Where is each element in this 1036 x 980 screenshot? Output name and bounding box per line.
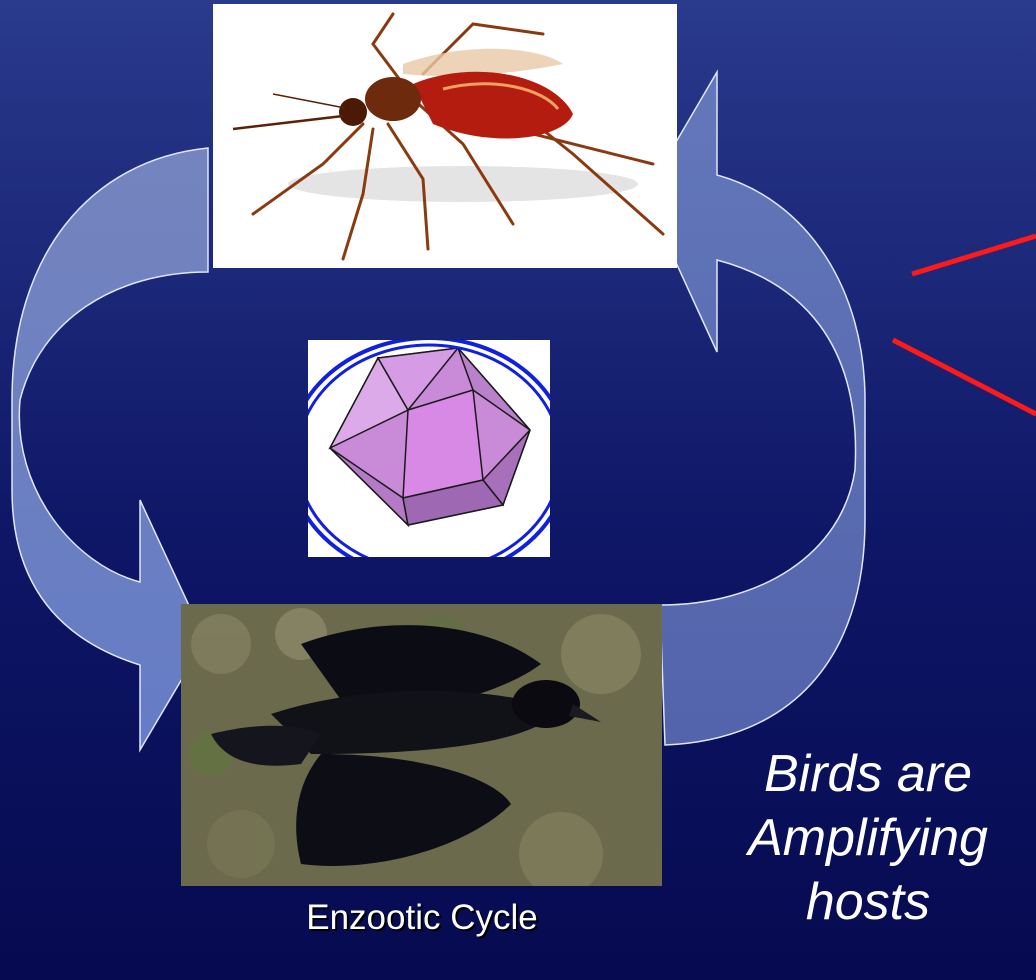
- mosquito-image: [213, 4, 677, 268]
- bird-image: [181, 604, 662, 886]
- note-line-1: Birds are: [700, 742, 1036, 806]
- cycle-caption: Enzootic Cycle: [222, 898, 622, 938]
- note-line-2: Amplifying: [700, 806, 1036, 870]
- amplifying-hosts-note: Birds are Amplifying hosts: [700, 742, 1036, 934]
- virus-image: [308, 340, 550, 557]
- note-line-3: hosts: [700, 870, 1036, 934]
